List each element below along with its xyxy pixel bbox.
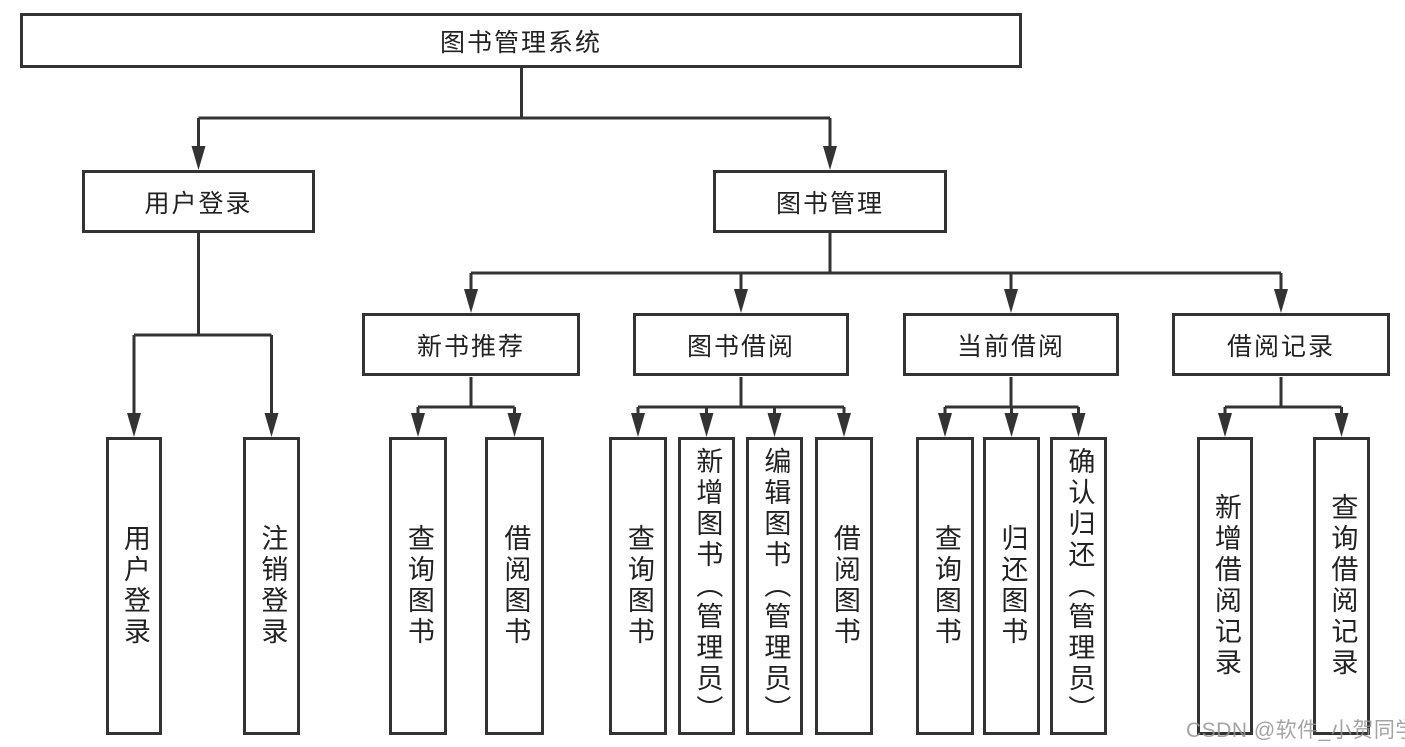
arrowhead	[1004, 289, 1018, 313]
node-leaf-add-record: 新增借阅记录	[1197, 437, 1253, 735]
node-leaf-return-book: 归还图书	[983, 437, 1040, 735]
node-leaf-user-login: 用户登录	[106, 437, 162, 735]
arrowhead	[734, 289, 748, 313]
connector-root-to-level2	[191, 68, 837, 170]
connector-user-login-to-leaves	[127, 233, 279, 437]
node-leaf-borrow-book-2-label: 借阅图书	[829, 524, 860, 648]
arrowhead	[767, 413, 782, 437]
arrowhead	[1334, 413, 1349, 437]
node-leaf-edit-book-label: 编辑图书（管理员）	[760, 446, 791, 726]
node-leaf-add-book-label: 新增图书（管理员）	[692, 446, 723, 726]
node-root-label: 图书管理系统	[439, 28, 602, 57]
node-leaf-confirm-return: 确认归还（管理员）	[1050, 437, 1107, 735]
arrowhead	[127, 413, 141, 437]
arrowhead	[1274, 289, 1288, 313]
arrowhead	[264, 413, 279, 437]
node-book-mgmt-label: 图书管理	[775, 189, 884, 218]
arrowhead	[1004, 413, 1019, 437]
connector-new-book-rec-to-leaves	[411, 377, 522, 437]
node-leaf-user-login-label: 用户登录	[119, 524, 150, 648]
node-leaf-query-book-2-label: 查询图书	[623, 524, 654, 648]
node-leaf-borrow-book-1-label: 借阅图书	[500, 524, 531, 648]
connector-current-borrow-to-leaves	[938, 377, 1086, 437]
node-current-borrow: 当前借阅	[903, 313, 1119, 376]
node-book-borrow: 图书借阅	[633, 313, 849, 376]
node-new-book-rec: 新书推荐	[362, 313, 580, 376]
node-leaf-query-record: 查询借阅记录	[1313, 437, 1370, 735]
arrowhead	[1071, 413, 1086, 437]
connector-borrow-records-to-leaves	[1218, 377, 1349, 437]
arrowhead	[823, 146, 837, 170]
node-book-mgmt: 图书管理	[713, 170, 947, 233]
node-root: 图书管理系统	[20, 13, 1022, 68]
connector-book-mgmt-to-level3	[464, 233, 1288, 313]
node-leaf-add-book: 新增图书（管理员）	[678, 437, 735, 735]
node-leaf-query-book-2: 查询图书	[609, 437, 667, 735]
node-leaf-confirm-return-label: 确认归还（管理员）	[1064, 446, 1095, 726]
arrowhead	[411, 413, 425, 437]
node-leaf-query-book-1-label: 查询图书	[403, 524, 434, 648]
node-leaf-query-book-1: 查询图书	[389, 437, 447, 735]
arrowhead	[507, 413, 522, 437]
node-leaf-add-record-label: 新增借阅记录	[1210, 493, 1241, 679]
node-leaf-query-record-label: 查询借阅记录	[1327, 493, 1358, 679]
arrowhead	[631, 413, 645, 437]
node-leaf-borrow-book-1: 借阅图书	[485, 437, 544, 735]
node-leaf-query-book-3: 查询图书	[916, 437, 974, 735]
node-leaf-logout: 注销登录	[243, 437, 300, 735]
node-borrow-records: 借阅记录	[1172, 313, 1390, 376]
node-leaf-edit-book: 编辑图书（管理员）	[746, 437, 803, 735]
node-user-login: 用户登录	[82, 170, 315, 233]
node-leaf-borrow-book-2: 借阅图书	[815, 437, 873, 735]
csdn-watermark: CSDN @软件_小贺同学	[1186, 719, 1405, 742]
arrowhead	[938, 413, 952, 437]
node-leaf-logout-label: 注销登录	[257, 524, 288, 648]
connector-book-borrow-to-leaves	[631, 377, 851, 437]
node-leaf-return-book-label: 归还图书	[997, 524, 1028, 648]
node-new-book-rec-label: 新书推荐	[416, 332, 525, 361]
node-user-login-label: 用户登录	[144, 189, 253, 218]
arrowhead	[837, 413, 851, 437]
node-book-borrow-label: 图书借阅	[686, 332, 795, 361]
arrowhead	[1218, 413, 1232, 437]
node-current-borrow-label: 当前借阅	[956, 332, 1065, 361]
node-leaf-query-book-3-label: 查询图书	[930, 524, 961, 648]
arrowhead	[464, 289, 478, 313]
node-borrow-records-label: 借阅记录	[1226, 332, 1335, 361]
arrowhead	[699, 413, 714, 437]
arrowhead	[191, 146, 206, 170]
